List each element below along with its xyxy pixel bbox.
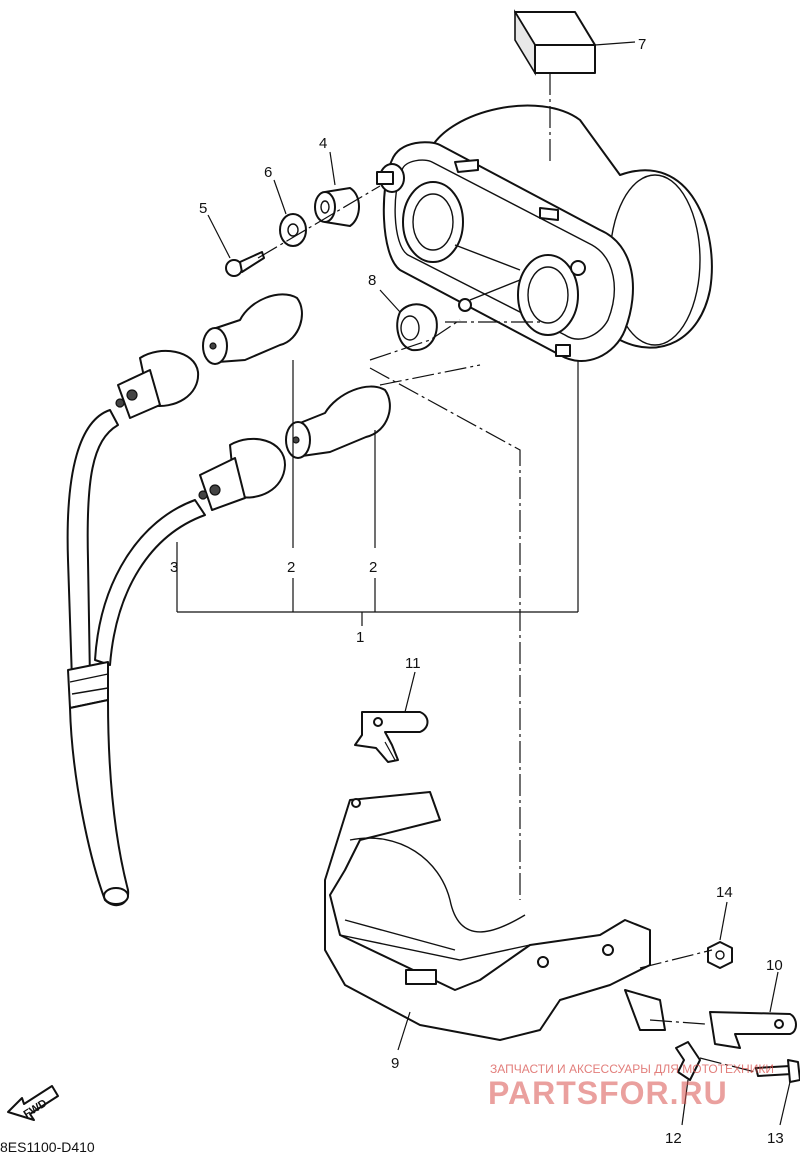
part-13-bolt <box>755 1059 800 1126</box>
callout-numbers: 1 2 2 3 4 5 6 7 8 9 10 11 12 13 14 <box>170 36 784 1147</box>
part-12-clip <box>675 1041 701 1126</box>
callout-4: 4 <box>319 135 327 152</box>
callout-10: 10 <box>766 957 783 974</box>
fwd-arrow-icon: FWD <box>7 1085 59 1121</box>
part-9-cover <box>324 791 666 1051</box>
part-6-washer <box>273 179 307 247</box>
part-3-socket-harness <box>66 349 286 907</box>
callout-14: 14 <box>716 884 733 901</box>
part-2-bulb-upper <box>202 293 303 365</box>
callout-1: 1 <box>356 629 364 646</box>
callout-3: 3 <box>170 559 178 576</box>
callout-8: 8 <box>368 272 376 289</box>
callout-7: 7 <box>638 36 646 53</box>
part-7-pad <box>514 9 636 76</box>
part-4-grommet <box>314 151 360 227</box>
callout-1-bracket <box>176 360 579 626</box>
callout-13: 13 <box>767 1130 784 1147</box>
callout-9: 9 <box>391 1055 399 1072</box>
part-1-housing <box>376 104 713 362</box>
part-10-stay <box>709 971 797 1049</box>
callout-11: 11 <box>405 655 421 672</box>
watermark: ЗАПЧАСТИ И АКСЕССУАРЫ ДЛЯ МОТОТЕХНИКИ PA… <box>488 1062 774 1111</box>
callout-12: 12 <box>665 1130 682 1147</box>
callout-6: 6 <box>264 164 272 181</box>
watermark-brand: PARTSFOR.RU <box>488 1075 728 1111</box>
callout-2-lower: 2 <box>369 559 377 576</box>
callout-5: 5 <box>199 200 207 217</box>
part-11-bracket <box>354 671 429 763</box>
callout-2-upper: 2 <box>287 559 295 576</box>
reference-lines <box>257 73 756 1073</box>
part-5-screw <box>207 214 265 277</box>
watermark-tagline: ЗАПЧАСТИ И АКСЕССУАРЫ ДЛЯ МОТОТЕХНИКИ <box>490 1062 774 1076</box>
part-2-bulb-lower <box>285 385 391 459</box>
part-14-nut <box>707 901 733 969</box>
part-8-grommet <box>379 289 438 352</box>
diagram-code: 8ES1100-D410 <box>0 1139 95 1155</box>
